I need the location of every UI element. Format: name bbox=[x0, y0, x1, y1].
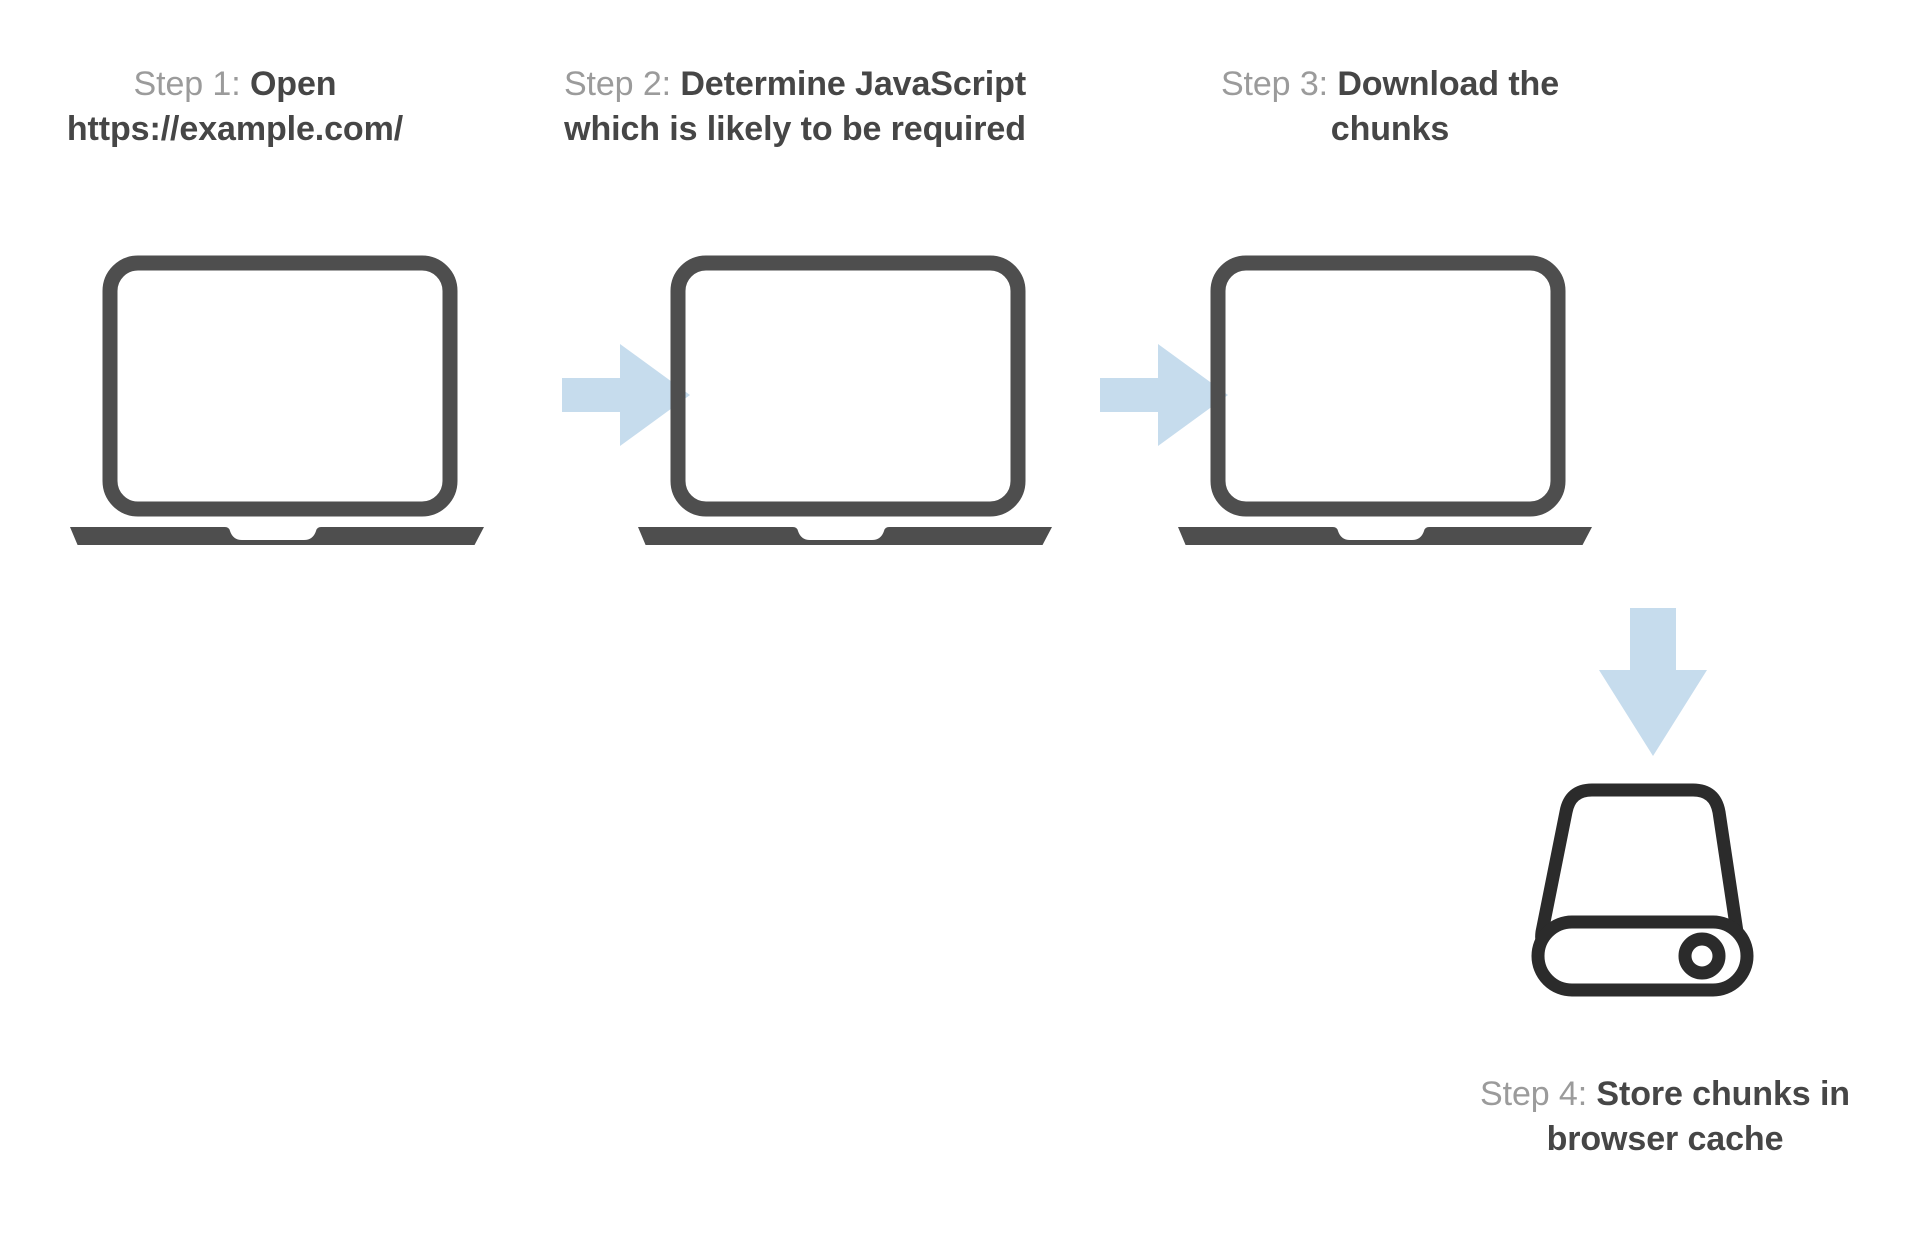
step-4-body: Store chunks in browser cache bbox=[1546, 1075, 1850, 1158]
step-3-prefix: Step 3: bbox=[1220, 65, 1338, 103]
step-3-body: Download the chunks bbox=[1330, 65, 1560, 148]
step-3-caption: Step 3: Download the chunks bbox=[1170, 62, 1610, 152]
arrow-right-icon bbox=[562, 340, 692, 450]
step-1-caption: Step 1: Open https://example.com/ bbox=[25, 62, 445, 152]
step-2-prefix: Step 2: bbox=[563, 65, 681, 103]
arrow-down-icon bbox=[1597, 608, 1709, 758]
step-4-prefix: Step 4: bbox=[1480, 1075, 1597, 1113]
step-2-caption: Step 2: Determine JavaScript which is li… bbox=[545, 62, 1045, 152]
step-1-body: Open https://example.com/ bbox=[66, 65, 404, 148]
step-2-body: Determine JavaScript which is likely to … bbox=[564, 65, 1027, 148]
arrow-right-icon bbox=[1100, 340, 1230, 450]
laptop-icon bbox=[62, 255, 492, 545]
step-4-caption: Step 4: Store chunks in browser cache bbox=[1420, 1072, 1910, 1162]
hard-drive-icon bbox=[1530, 782, 1755, 997]
step-1-prefix: Step 1: bbox=[133, 65, 250, 103]
laptop-icon bbox=[630, 255, 1060, 545]
laptop-icon bbox=[1170, 255, 1600, 545]
